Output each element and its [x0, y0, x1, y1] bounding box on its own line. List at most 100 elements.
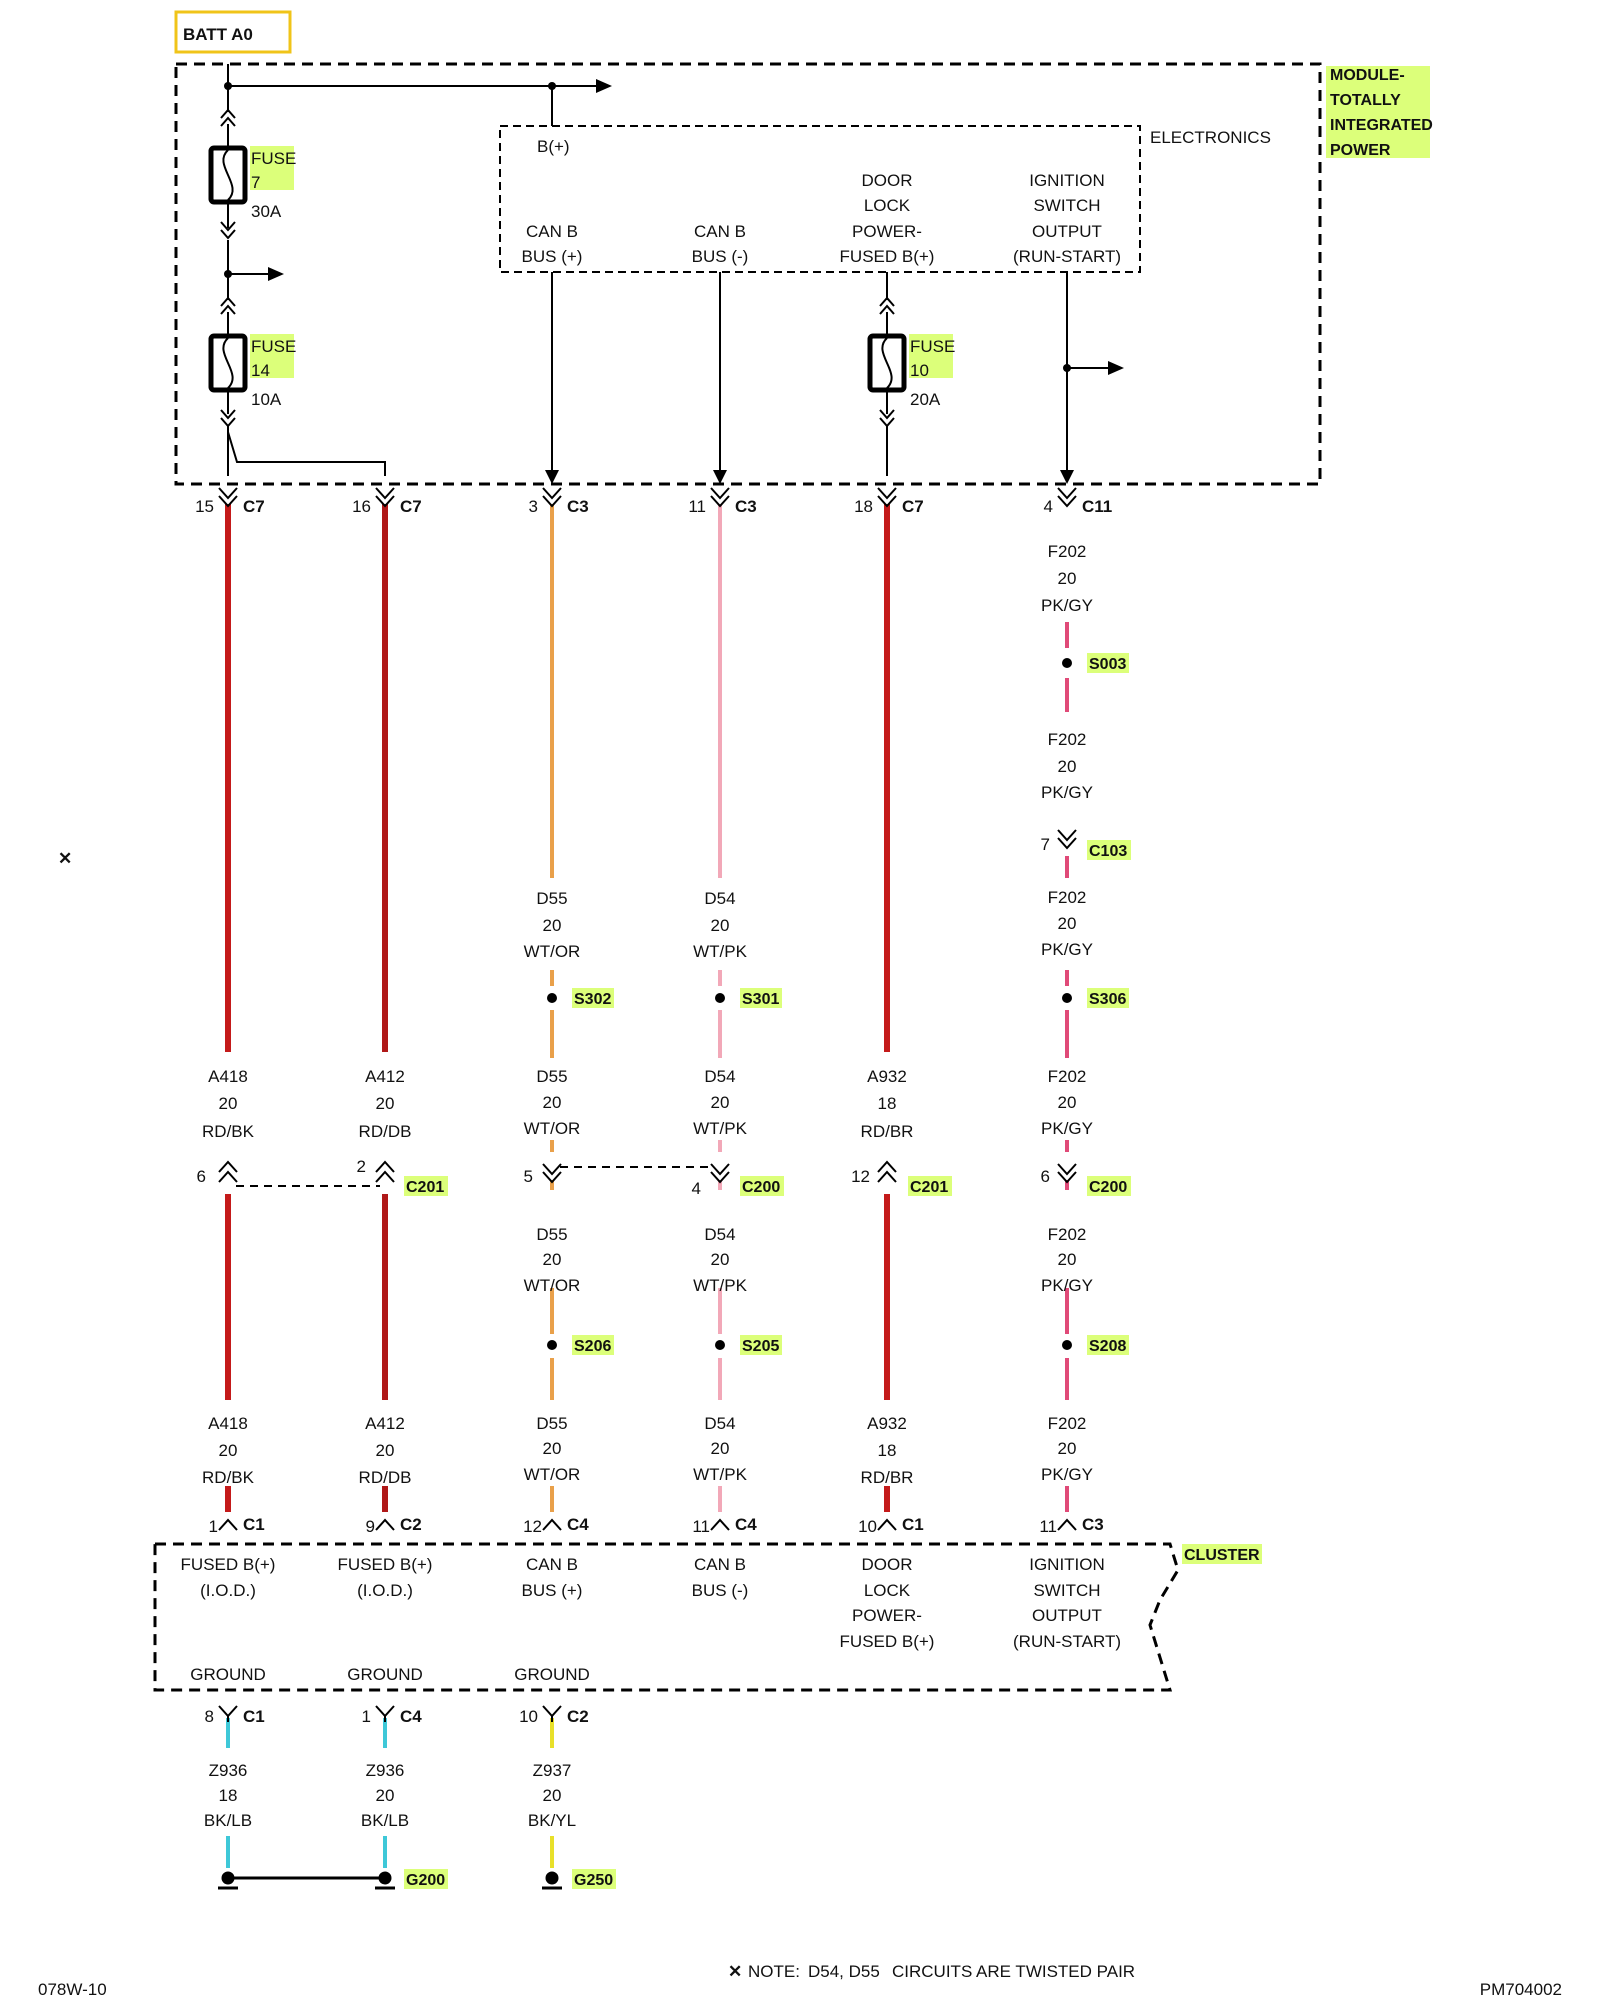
d55-lbl2-gauge: 20 [543, 1093, 562, 1112]
cluster-in-6-line1: IGNITION [1029, 1555, 1105, 1574]
electronics-label: ELECTRONICS [1150, 128, 1271, 147]
f202-lbl6-circuit: F202 [1048, 1414, 1087, 1433]
fuse-14-icon [208, 333, 248, 393]
c200-a-pin: 5 [524, 1167, 533, 1186]
cluster-in-6-line2: SWITCH [1033, 1581, 1100, 1600]
f202-lbl4-circuit: F202 [1048, 1067, 1087, 1086]
module-label-highlight [1326, 66, 1430, 158]
f202-lbl4-gauge: 20 [1058, 1093, 1077, 1112]
c200-c-pin: 6 [1041, 1167, 1050, 1186]
cluster-in-5-line2: LOCK [864, 1581, 911, 1600]
cluster-in-1-line1: FUSED B(+) [181, 1555, 276, 1574]
d54-lbl2-circuit: D54 [704, 1067, 735, 1086]
c103-label: C103 [1089, 843, 1127, 860]
module-label-line1: MODULE- [1330, 67, 1405, 84]
footer-note-circuits: D54, D55 [808, 1962, 880, 1981]
fuse-10-label: FUSE [910, 337, 955, 356]
module-label-line3: INTEGRATED [1330, 117, 1433, 134]
out-doorlock-line1: DOOR [862, 171, 913, 190]
g200-highlight [404, 1869, 448, 1889]
top-pin-5-conn: C7 [902, 497, 924, 516]
d55-lbl4-gauge: 20 [543, 1439, 562, 1458]
batt-label: BATT A0 [183, 25, 253, 44]
splice-s208-dot [1062, 1340, 1072, 1350]
fuse-connector-chevrons [220, 108, 895, 428]
c201-b-label: C201 [406, 1179, 444, 1196]
a412-lbl2-gauge: 20 [376, 1441, 395, 1460]
module-label-line4: POWER [1330, 142, 1391, 159]
a412-lbl2-circuit: A412 [365, 1414, 405, 1433]
twisted-pair-marker-left: ✕ [58, 849, 72, 868]
internal-nodes [224, 82, 1071, 372]
bottom-pin-4-number: 11 [692, 1517, 710, 1536]
bottom-pin-3-number: 12 [523, 1517, 542, 1536]
fuse-14-label: FUSE [251, 337, 296, 356]
c200-c-highlight [1087, 1176, 1131, 1196]
ground-pin-1-number: 8 [205, 1707, 214, 1726]
bottom-pin-3-conn: C4 [567, 1515, 589, 1534]
z936a-gauge: 18 [219, 1786, 238, 1805]
cluster-in-6-line4: (RUN-START) [1013, 1632, 1121, 1651]
cluster-in-1-line2: (I.O.D.) [200, 1581, 256, 1600]
cluster-ground-3: GROUND [514, 1665, 590, 1684]
f202-lbl3-gauge: 20 [1058, 914, 1077, 933]
ground-g250-label: G250 [574, 1872, 613, 1889]
thin-wires [226, 504, 1069, 1868]
a412-lbl2-color: RD/DB [359, 1468, 412, 1487]
c201-c-highlight [908, 1176, 952, 1196]
a418-lbl1-color: RD/BK [202, 1122, 255, 1141]
out-doorlock-line4: FUSED B(+) [840, 247, 935, 266]
a932-lbl2-color: RD/BR [861, 1468, 914, 1487]
cluster-in-4-line1: CAN B [694, 1555, 746, 1574]
fuse-10-highlight [909, 334, 953, 378]
top-pin-1-conn: C7 [243, 497, 265, 516]
c200-b-label: C200 [742, 1179, 780, 1196]
top-pin-2-number: 16 [352, 497, 371, 516]
f202-lbl5-color: PK/GY [1041, 1276, 1093, 1295]
d54-lbl1-circuit: D54 [704, 889, 735, 908]
fuse-14-rating: 10A [251, 390, 282, 409]
d55-lbl2-color: WT/OR [524, 1119, 581, 1138]
f202-lbl6-gauge: 20 [1058, 1439, 1077, 1458]
top-pin-1-number: 15 [195, 497, 214, 516]
batt-label-box [174, 10, 292, 54]
c201-b-pin: 2 [357, 1157, 366, 1176]
z936b-circuit: Z936 [366, 1761, 405, 1780]
splice-s206-label: S206 [574, 1338, 611, 1355]
z937-gauge: 20 [543, 1786, 562, 1805]
a418-lbl2-circuit: A418 [208, 1414, 248, 1433]
a932-lbl1-circuit: A932 [867, 1067, 907, 1086]
a418-lbl1-gauge: 20 [219, 1094, 238, 1113]
f202-lbl5-circuit: F202 [1048, 1225, 1087, 1244]
c201-c-label: C201 [910, 1179, 948, 1196]
cluster-in-5-line1: DOOR [862, 1555, 913, 1574]
splice-s205-highlight [740, 1335, 782, 1355]
bottom-pin-4-conn: C4 [735, 1515, 757, 1534]
ground-pin-2-conn: C4 [400, 1707, 422, 1726]
d55-lbl4-circuit: D55 [536, 1414, 567, 1433]
a412-lbl1-gauge: 20 [376, 1094, 395, 1113]
d54-lbl4-circuit: D54 [704, 1414, 735, 1433]
splice-s206-highlight [572, 1335, 614, 1355]
out-canb-plus-line1: CAN B [526, 222, 578, 241]
d55-lbl1-circuit: D55 [536, 889, 567, 908]
splice-s208-highlight [1087, 1335, 1129, 1355]
a932-lbl1-color: RD/BR [861, 1122, 914, 1141]
ground-connector-symbols [218, 1705, 562, 1722]
d55-lbl1-gauge: 20 [543, 916, 562, 935]
f202-lbl2-color: PK/GY [1041, 783, 1093, 802]
bottom-pin-1-conn: C1 [243, 1515, 265, 1534]
top-connector-symbols [218, 487, 1077, 508]
a418-lbl2-gauge: 20 [219, 1441, 238, 1460]
fuse-10-rating: 20A [910, 390, 941, 409]
fuse-10-number: 10 [910, 361, 929, 380]
c201-a-pin: 6 [197, 1167, 206, 1186]
ground-g200-label: G200 [406, 1872, 445, 1889]
cluster-ground-2: GROUND [347, 1665, 423, 1684]
top-pin-2-conn: C7 [400, 497, 422, 516]
c201-b-highlight [404, 1176, 448, 1196]
footer-right-code: PM704002 [1480, 1980, 1562, 1999]
top-pin-3-conn: C3 [567, 497, 589, 516]
cluster-ground-1: GROUND [190, 1665, 266, 1684]
d54-lbl1-gauge: 20 [711, 916, 730, 935]
